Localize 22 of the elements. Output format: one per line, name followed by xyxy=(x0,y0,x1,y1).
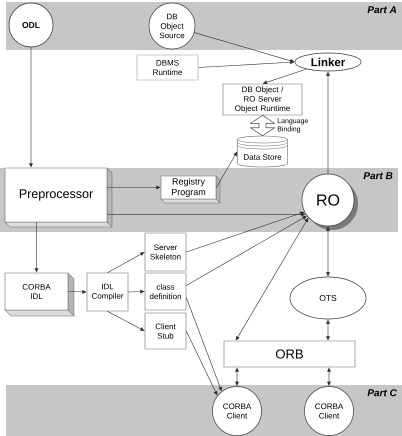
raised-box: Registry Program xyxy=(160,176,220,204)
circle-node: RO xyxy=(302,174,358,230)
process-box: Server Skeleton xyxy=(144,232,186,272)
ellipse-node: Linker xyxy=(294,52,362,72)
circle-node: CORBA Client xyxy=(212,386,262,436)
raised-box: CORBA IDL xyxy=(4,272,74,316)
arrow xyxy=(216,152,238,188)
arrow xyxy=(186,216,307,286)
process-box: IDL Compiler xyxy=(86,272,128,312)
process-box: DB Object / RO Server Object Runtime xyxy=(222,84,302,116)
circle-node: ODL xyxy=(8,2,54,48)
process-box: Client Stub xyxy=(144,312,186,350)
arrow xyxy=(186,212,304,252)
raised-box: Preprocessor xyxy=(4,168,112,228)
process-box: DBMS Runtime xyxy=(136,54,198,80)
database-cylinder: Data Store xyxy=(237,136,288,168)
circle-node: DB Object Source xyxy=(148,2,196,50)
process-box: class definition xyxy=(144,272,186,310)
ellipse-node: OTS xyxy=(290,276,366,320)
process-box: ORB xyxy=(224,340,356,368)
arrow xyxy=(262,68,307,84)
circle-node: CORBA Client xyxy=(304,386,354,436)
